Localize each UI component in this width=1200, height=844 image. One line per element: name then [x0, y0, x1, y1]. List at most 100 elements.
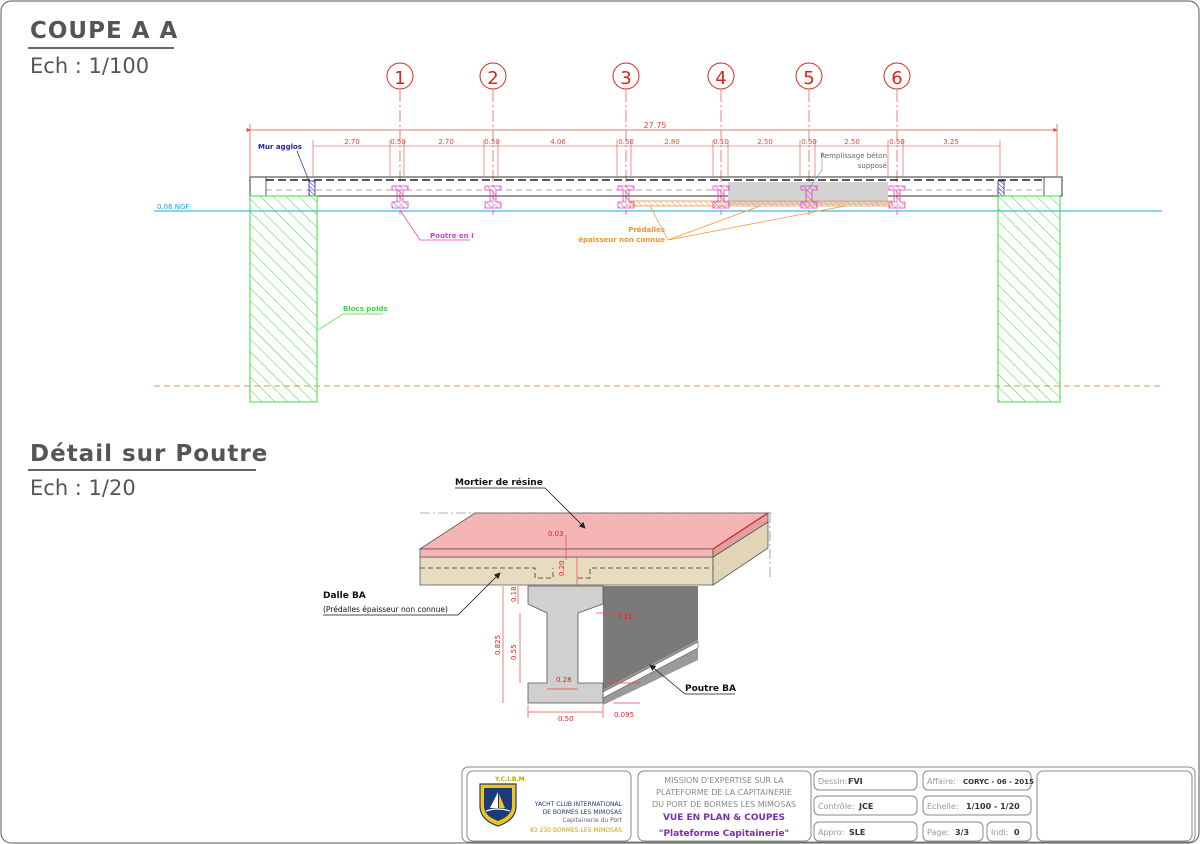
weight-block-left [249, 195, 318, 403]
indice-value: 0 [1014, 828, 1020, 837]
page-value: 3/3 [955, 828, 969, 837]
slab-front [419, 556, 714, 586]
page-label: Page: [927, 828, 949, 837]
dim-0825: 0.825 [494, 635, 502, 655]
dim-label: 0.10 [713, 138, 729, 146]
detail-scale: Ech : 1/20 [30, 476, 136, 500]
remplissage-label-1: Remplissage béton [820, 152, 887, 160]
block-wall-right [997, 180, 1005, 197]
view-title: VUE EN PLAN & COUPES [663, 813, 785, 823]
predalles-leaders [649, 205, 846, 241]
dim-label: 0.50 [390, 138, 406, 146]
club-dept: Capitainerie du Port [562, 817, 622, 824]
affaire-label: Affaire: [927, 777, 956, 786]
overall-dimension [246, 124, 1058, 176]
dessin-value: FVI [848, 777, 863, 786]
mission-line-1: MISSION D'EXPERTISE SUR LA [664, 776, 784, 785]
title-block: Y.C.I.B.M YACHT CLUB INTERNATIONAL DE BO… [461, 766, 1196, 843]
club-name-1: YACHT CLUB INTERNATIONAL [534, 801, 623, 808]
mission-panel [637, 770, 812, 842]
axis-5: 5 [795, 62, 823, 215]
dim-label: 4.06 [550, 138, 566, 146]
predalles-label-2: épaisseur non connue [578, 236, 665, 244]
mortar-top [418, 512, 770, 550]
club-name-2: DE BORMES LES MIMOSAS [543, 809, 623, 816]
dim-011: 0.11 [617, 613, 633, 621]
dimension-chain [312, 140, 1001, 176]
dalle-leader [323, 572, 501, 616]
section-title-underline [28, 47, 174, 49]
weight-block-right [997, 195, 1061, 403]
axis-label-1: 1 [394, 68, 405, 89]
dalle-sub-label: (Prédalles épaisseur non connue) [323, 605, 448, 614]
dim-label: 2.50 [844, 138, 860, 146]
axis-6: 6 [883, 62, 911, 215]
dimension-chain-labels: 2.70 0.50 2.70 0.50 4.06 0.50 2.80 0.10 … [344, 138, 959, 146]
logo-panel [466, 770, 632, 842]
dalle-label: Dalle BA [323, 591, 366, 601]
dim-0095: 0.095 [614, 711, 634, 719]
dim-label: 2.70 [438, 138, 454, 146]
dim-label: 0.50 [484, 138, 500, 146]
slab-section [249, 176, 1063, 197]
section-title: COUPE A A [30, 18, 179, 44]
dim-label: 2.80 [664, 138, 680, 146]
beam-detail: 0.03 0.20 0.18 0.11 0.825 0.55 0.28 0.50… [323, 477, 775, 723]
appro-value: SLE [849, 828, 865, 837]
club-addr: 83 230 BORMES LES MIMOSAS [530, 827, 622, 834]
mission-line-2: PLATEFORME DE LA CAPITAINERIE [656, 788, 792, 797]
subject-title: "Plateforme Capitainerie" [659, 829, 790, 839]
dim-020: 0.20 [558, 560, 566, 576]
dim-018: 0.18 [510, 586, 518, 602]
axis-label-5: 5 [803, 68, 814, 89]
block-wall-left [308, 180, 316, 197]
dim-label: 3.25 [943, 138, 959, 146]
mortier-label: Mortier de résine [455, 477, 543, 488]
club-abbr: Y.C.I.B.M [494, 776, 525, 783]
remplissage-leader [804, 152, 823, 195]
axis-3: 3 [612, 62, 640, 215]
blocs-poids-leader [317, 313, 383, 331]
ngf-label: 0.06 NGF [157, 203, 190, 211]
axis-label-3: 3 [620, 68, 631, 89]
dim-050: 0.50 [558, 715, 574, 723]
mur-agglos-label: Mur agglos [258, 143, 302, 151]
predalles-label-1: Prédalles [628, 226, 665, 234]
i-beam [391, 185, 409, 209]
blocs-poids-label: Blocs poids [343, 305, 388, 313]
mortier-leader [544, 487, 586, 529]
echelle-value: 1/100 - 1/20 [966, 802, 1020, 811]
dim-028: 0.28 [556, 676, 572, 684]
poutre-i-label: Poutre en I [430, 232, 474, 240]
dim-label: 0.50 [618, 138, 634, 146]
detail-title-underline [28, 469, 256, 471]
controle-label: Contrôle: [818, 801, 855, 811]
poutre-ba-label: Poutre BA [685, 684, 736, 694]
i-beam [484, 185, 502, 209]
axis-label-4: 4 [715, 68, 726, 89]
i-beam [617, 185, 635, 209]
echelle-label: Echelle: [927, 802, 959, 811]
axis-label-6: 6 [891, 68, 902, 89]
dim-003: 0.03 [548, 530, 564, 538]
dim-label: 2.50 [757, 138, 773, 146]
dim-label: 0.50 [801, 138, 817, 146]
appro-label: Appro: [818, 828, 844, 837]
beam-cross-section [527, 585, 604, 704]
club-logo [479, 783, 517, 827]
dim-label: 0.50 [889, 138, 905, 146]
indice-label: Indi: [991, 828, 1008, 837]
mur-agglos-leader [296, 150, 310, 182]
section-scale: Ech : 1/100 [30, 54, 150, 78]
i-beams [391, 185, 906, 209]
overall-dimension-label: 27.75 [644, 121, 667, 130]
axis-label-2: 2 [487, 68, 498, 89]
controle-value: JCE [858, 802, 873, 811]
poutre-i-leader [399, 209, 470, 241]
i-beam [800, 185, 818, 209]
i-beam [712, 185, 730, 209]
remplissage-label-2: supposé [858, 162, 887, 170]
dessin-label: Dessin: [818, 777, 847, 786]
